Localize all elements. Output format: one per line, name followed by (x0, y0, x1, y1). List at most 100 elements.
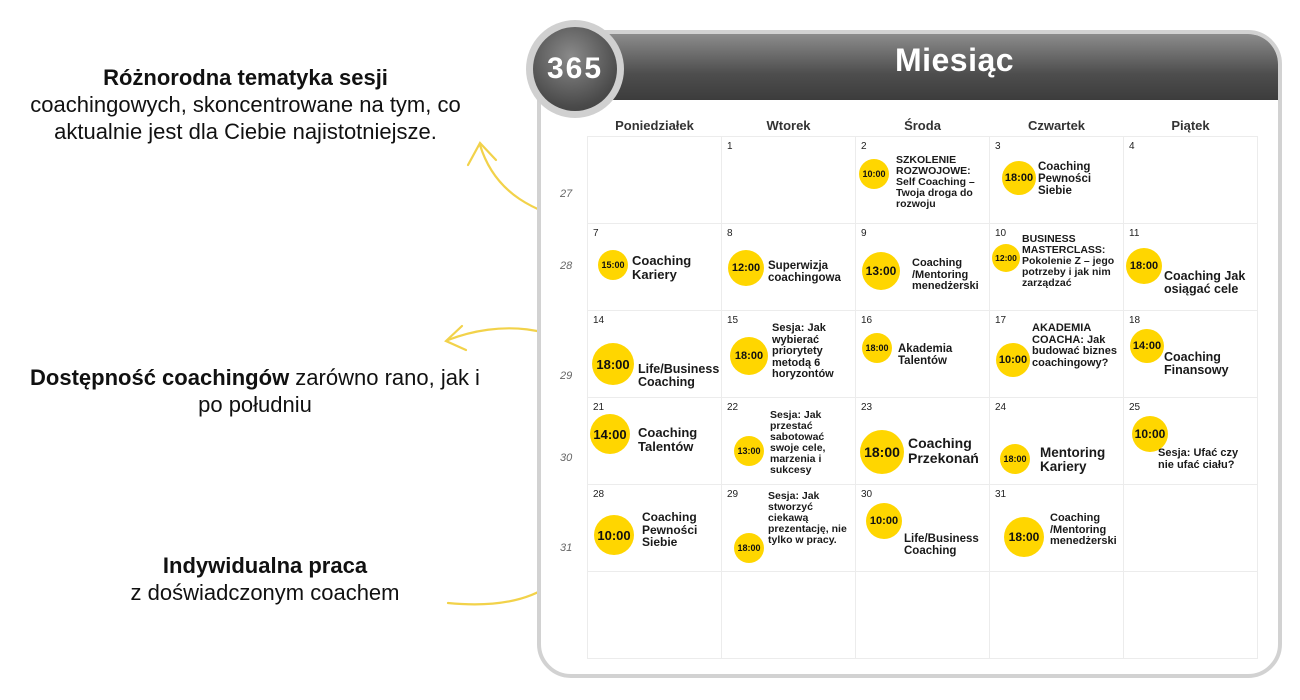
calendar-cell[interactable]: 15 18:00 Sesja: Jak wybierać priorytety … (722, 311, 855, 397)
event-title[interactable]: Life/Business Coaching (638, 362, 720, 390)
arrow-to-topics-head (466, 141, 498, 167)
note-individual-heading: Indywidualna praca (162, 553, 368, 578)
calendar-cell[interactable]: 14 18:00 Life/Business Coaching (588, 311, 721, 397)
day-header-mon: Poniedziałek (615, 118, 694, 133)
calendar-cell[interactable]: 22 13:00 Sesja: Jak przestać sabotować s… (722, 398, 855, 484)
event-time-badge: 10:00 (1132, 416, 1168, 452)
event-time-badge: 12:00 (728, 250, 764, 286)
calendar-cell[interactable]: 29 18:00 Sesja: Jak stworzyć ciekawą pre… (722, 485, 855, 571)
event-time-badge: 10:00 (594, 515, 634, 555)
day-number: 28 (593, 489, 605, 500)
event-time-badge: 18:00 (592, 343, 634, 385)
calendar-cell-empty (990, 572, 1123, 658)
event-time-badge: 13:00 (734, 436, 764, 466)
calendar-cell[interactable]: 10 12:00 BUSINESS MASTERCLASS: Pokolenie… (990, 224, 1123, 310)
event-title[interactable]: Coaching Kariery (632, 253, 692, 282)
calendar-cell[interactable]: 21 14:00 Coaching Talentów (588, 398, 721, 484)
calendar-cell-empty (588, 137, 721, 223)
calendar-cell-empty (1124, 485, 1257, 571)
calendar-cell-empty (1124, 572, 1257, 658)
calendar-cell-empty (856, 572, 989, 658)
week-number: 27 (560, 188, 573, 200)
day-number: 25 (1129, 402, 1141, 413)
event-title[interactable]: Superwizja coachingowa (768, 260, 841, 285)
event-title[interactable]: Coaching Talentów (638, 425, 698, 454)
note-individual: Indywidualna praca z doświadczonym coach… (80, 552, 450, 606)
event-time-badge: 18:00 (1004, 517, 1044, 557)
event-title[interactable]: Coaching Jak osiągać cele (1164, 269, 1246, 297)
note-availability-heading: Dostępność coachingów (30, 365, 290, 390)
day-number: 9 (861, 228, 867, 239)
event-title[interactable]: Akademia Talentów (898, 343, 953, 368)
event-title[interactable]: Coaching Przekonań (908, 435, 979, 466)
event-title[interactable]: Coaching Pewności Siebie (1038, 161, 1092, 198)
event-time-badge: 18:00 (1000, 444, 1030, 474)
day-number: 7 (593, 228, 599, 239)
day-number: 11 (1129, 228, 1140, 239)
event-title[interactable]: Sesja: Jak wybierać priorytety metodą 6 … (772, 322, 834, 381)
event-title[interactable]: Sesja: Jak przestać sabotować swoje cele… (770, 409, 826, 477)
logo-badge: 365 (526, 20, 624, 118)
note-topics-heading: Różnorodna tematyka sesji (103, 65, 388, 90)
event-time-badge: 18:00 (730, 337, 768, 375)
calendar-cell[interactable]: 23 18:00 Coaching Przekonań (856, 398, 989, 484)
event-title[interactable]: Mentoring Kariery (1040, 445, 1106, 475)
calendar-cell[interactable]: 2 10:00 SZKOLENIE ROZWOJOWE: Self Coachi… (856, 137, 989, 223)
calendar-cell[interactable]: 25 10:00 Sesja: Ufać czy nie ufać ciału? (1124, 398, 1257, 484)
day-number: 4 (1129, 141, 1135, 152)
calendar-cell[interactable]: 31 18:00 Coaching /Mentoring menedżerski (990, 485, 1123, 571)
day-number: 3 (995, 141, 1001, 152)
day-number: 16 (861, 315, 873, 326)
calendar-cell[interactable]: 4 (1124, 137, 1257, 223)
event-time-badge: 18:00 (860, 430, 904, 474)
event-title[interactable]: Sesja: Ufać czy nie ufać ciału? (1158, 447, 1239, 471)
calendar-cell-empty (722, 572, 855, 658)
event-title[interactable]: BUSINESS MASTERCLASS: Pokolenie Z – jego… (1022, 233, 1115, 290)
week-number: 31 (560, 542, 573, 554)
day-number: 22 (727, 402, 739, 413)
week-number: 29 (560, 370, 573, 382)
event-time-badge: 10:00 (866, 503, 902, 539)
event-title[interactable]: Coaching Finansowy (1164, 350, 1229, 378)
day-header-tue: Wtorek (766, 118, 811, 133)
calendar-cell[interactable]: 3 18:00 Coaching Pewności Siebie (990, 137, 1123, 223)
calendar-cell[interactable]: 30 10:00 Life/Business Coaching (856, 485, 989, 571)
day-header-thu: Czwartek (1027, 118, 1086, 133)
event-title[interactable]: Coaching /Mentoring menedżerski (912, 257, 979, 293)
day-number: 15 (727, 315, 739, 326)
calendar-cell[interactable]: 1 (722, 137, 855, 223)
day-number: 18 (1129, 315, 1141, 326)
calendar-cell[interactable]: 18 14:00 Coaching Finansowy (1124, 311, 1257, 397)
event-time-badge: 15:00 (598, 250, 628, 280)
calendar-cell[interactable]: 9 13:00 Coaching /Mentoring menedżerski (856, 224, 989, 310)
calendar-cell[interactable]: 17 10:00 AKADEMIA COACHA: Jak budować bi… (990, 311, 1123, 397)
calendar-cell[interactable]: 11 18:00 Coaching Jak osiągać cele (1124, 224, 1257, 310)
calendar-cell[interactable]: 16 18:00 Akademia Talentów (856, 311, 989, 397)
calendar-cell-empty (588, 572, 721, 658)
calendar-cell[interactable]: 8 12:00 Superwizja coachingowa (722, 224, 855, 310)
event-time-badge: 14:00 (1130, 329, 1164, 363)
event-time-badge: 18:00 (1002, 161, 1036, 195)
event-title[interactable]: Coaching Pewności Siebie (642, 510, 698, 550)
event-time-badge: 14:00 (590, 414, 630, 454)
event-title[interactable]: AKADEMIA COACHA: Jak budować biznes coac… (1032, 322, 1117, 369)
event-title[interactable]: Sesja: Jak stworzyć ciekawą prezentację,… (768, 490, 847, 547)
event-title[interactable]: Coaching /Mentoring menedżerski (1050, 512, 1117, 548)
logo-badge-text: 365 (533, 27, 617, 111)
day-number: 21 (593, 402, 605, 413)
day-number: 10 (995, 228, 1007, 239)
event-title[interactable]: SZKOLENIE ROZWOJOWE: Self Coaching – Two… (896, 154, 975, 211)
day-number: 30 (861, 489, 873, 500)
calendar-cell[interactable]: 24 18:00 Mentoring Kariery (990, 398, 1123, 484)
day-number: 23 (861, 402, 873, 413)
calendar-cell[interactable]: 7 15:00 Coaching Kariery (588, 224, 721, 310)
event-time-badge: 18:00 (734, 533, 764, 563)
event-title[interactable]: Life/Business Coaching (904, 533, 979, 558)
calendar-cell[interactable]: 28 10:00 Coaching Pewności Siebie (588, 485, 721, 571)
day-number: 8 (727, 228, 733, 239)
event-time-badge: 12:00 (992, 244, 1020, 272)
day-number: 24 (995, 402, 1007, 413)
arrow-to-availability-head (444, 324, 468, 352)
day-number: 31 (995, 489, 1007, 500)
day-number: 1 (727, 141, 733, 152)
